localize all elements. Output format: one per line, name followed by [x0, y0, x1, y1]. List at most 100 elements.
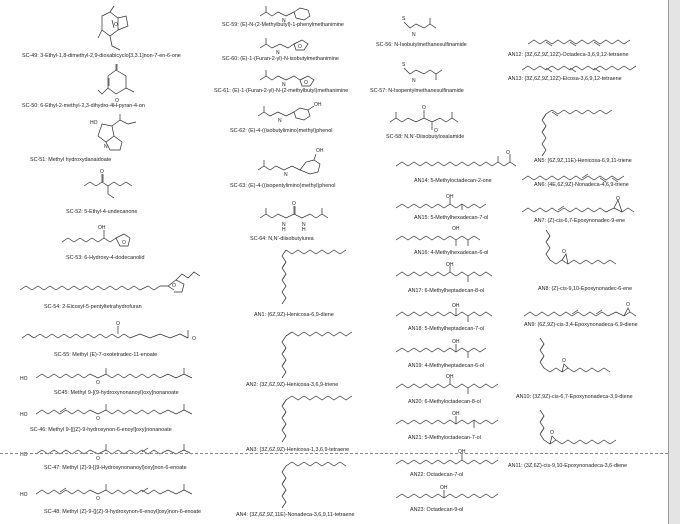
structure-sc56: SN: [402, 16, 437, 38]
structure-an8: O: [545, 229, 617, 265]
label-an5: AN5: (6Z,9Z,11E)-Henicosa-6,9,11-triene: [534, 158, 632, 164]
svg-text:O: O: [114, 22, 118, 28]
svg-text:O: O: [298, 44, 302, 50]
svg-text:OH: OH: [446, 262, 454, 268]
structure-sc59: N: [259, 6, 311, 24]
svg-text:O: O: [434, 128, 438, 134]
svg-text:N: N: [412, 78, 416, 84]
label-sc61: SC-61: (E)-1-(Furan-2-yl)-N-(2-methylbut…: [214, 88, 349, 94]
structure-sc62: N OH: [257, 102, 322, 124]
svg-text:H: H: [282, 227, 286, 233]
svg-text:OH: OH: [446, 194, 454, 200]
label-sc46: SC-46: Methyl 9-{[(Z)-9-hydroxynon-6-eno…: [30, 427, 172, 433]
structure-an2: [281, 331, 353, 379]
structure-an10: O: [539, 337, 611, 373]
structure-sc49: O: [97, 5, 129, 51]
label-sc51: SC-51: Methyl hydroxydanaidoate: [30, 157, 112, 163]
structure-sc48: HOO: [20, 484, 193, 502]
svg-text:O: O: [100, 169, 104, 175]
svg-text:O: O: [616, 196, 620, 202]
structure-sc51: HO N: [90, 114, 137, 151]
svg-text:OH: OH: [452, 411, 460, 417]
structure-an18: OH: [395, 303, 493, 322]
svg-text:O: O: [115, 98, 119, 104]
label-an9: AN9: (6Z,9Z)-cis-3,4-Epoxynonadeca-6,9-d…: [524, 322, 638, 328]
svg-text:OH: OH: [452, 339, 460, 345]
label-an11: AN11: (3Z,6Z)-cis-9,10-Epoxynonadeca-3,6…: [508, 463, 628, 469]
structure-sc46: HOO: [20, 404, 193, 422]
label-sc64: SC-64: N,N′-diisobutylurea: [250, 236, 314, 242]
label-sc62: SC-62: (E)-4-((isobutylimino)methyl)phen…: [230, 128, 333, 134]
label-an20: AN20: 6-Methyloctadecan-8-ol: [408, 399, 481, 405]
label-sc52: SC-52: 5-Ethyl-4-undecanone: [66, 209, 138, 215]
label-sc58: SC-58: N,N′-Diisobutyloxalamide: [386, 134, 465, 140]
svg-text:N: N: [278, 118, 282, 124]
structure-an4: [281, 461, 347, 509]
svg-text:OH: OH: [440, 485, 448, 491]
label-an1: AN1: (6Z,9Z)-Henicosa-6,9-diene: [254, 312, 334, 318]
svg-text:N: N: [104, 144, 108, 150]
label-sc63: SC-63: (E)-4-((isopentylimino)methyl)phe…: [230, 183, 336, 189]
vertical-scrollbar[interactable]: [669, 0, 680, 524]
label-an10: AN10: (3Z,9Z)-cis-6,7-Epoxynonadeca-3,9-…: [516, 394, 633, 400]
structure-an9: O: [523, 302, 637, 317]
label-an14: AN14: 5-Methyloctadecan-2-one: [414, 178, 492, 184]
svg-text:OH: OH: [314, 102, 322, 108]
structure-an17: OH: [395, 262, 493, 282]
label-sc45: SC45: Methyl 9-[(9-hydroxynonanoyl)oxy]n…: [54, 390, 179, 396]
structure-an12: [527, 39, 631, 47]
svg-text:O: O: [506, 150, 510, 156]
label-an23: AN23: Octadecan-9-ol: [410, 507, 464, 513]
svg-text:O: O: [122, 240, 126, 246]
structure-an13: [521, 65, 637, 73]
svg-text:H: H: [302, 227, 306, 233]
label-sc49: SC-49: 3-Ethyl-1,8-dimethyl-2,9-dioxabic…: [22, 53, 181, 59]
structure-an23: OH: [395, 485, 499, 499]
svg-text:HO: HO: [20, 452, 28, 458]
svg-text:S: S: [402, 16, 406, 22]
label-sc59: SC-59: (E)-N-(2-Methylbutyl)-1-phenylmet…: [222, 22, 344, 28]
svg-text:N: N: [302, 222, 306, 228]
section-divider: [0, 453, 668, 454]
svg-text:O: O: [96, 496, 100, 502]
label-an21: AN21: 5-Methyloctadecan-7-ol: [408, 435, 481, 441]
svg-text:O: O: [304, 80, 308, 86]
svg-text:N: N: [276, 50, 280, 56]
svg-text:S: S: [402, 62, 406, 68]
svg-text:O: O: [292, 201, 296, 207]
structure-an20: OH: [395, 374, 499, 394]
structure-sc50: O: [97, 64, 135, 104]
structure-an7: O: [521, 196, 635, 213]
label-an17: AN17: 6-Methylheptadecan-8-ol: [408, 288, 485, 294]
structure-an1: [281, 249, 347, 305]
svg-text:N: N: [282, 82, 286, 88]
structure-sc58: OO: [389, 105, 459, 134]
structure-an21: OH: [395, 411, 499, 428]
label-an4: AN4: (3Z,6Z,9Z,11E)-Nonadeca-3,6,9,11-te…: [236, 512, 355, 518]
label-an22: AN22: Octadecan-7-ol: [410, 472, 464, 478]
label-sc53: SC-53: 6-Hydroxy-4-dodecanolid: [66, 255, 145, 261]
svg-text:O: O: [562, 249, 566, 255]
structure-an6: [521, 173, 625, 183]
label-an16: AN16: 4-Methylhexadecan-6-ol: [414, 250, 489, 256]
svg-text:N: N: [282, 18, 286, 24]
label-sc50: SC-50: 6-Ethyl-2-methyl-2,3-dihydro-4H-p…: [22, 103, 145, 109]
structure-an16: OH: [395, 226, 481, 246]
label-an15: AN15: 5-Methylhexadecan-7-ol: [414, 215, 489, 221]
label-an6: AN6: (4E,6Z,9Z)-Nonadeca-4,6,9-triene: [534, 182, 629, 188]
structure-an19: OH: [395, 339, 487, 358]
label-an8: AN8: (Z)-cis-9,10-Epoxynonadec-6-ene: [538, 286, 633, 292]
structure-sc53: OHO: [61, 225, 131, 247]
svg-text:O: O: [192, 336, 196, 342]
structure-an11: O: [539, 409, 617, 445]
svg-text:OH: OH: [316, 148, 324, 154]
svg-text:N: N: [284, 172, 288, 178]
label-an19: AN19: 4-Methylheptadecan-6-ol: [408, 363, 485, 369]
svg-text:O: O: [96, 416, 100, 422]
svg-text:OH: OH: [452, 303, 460, 309]
svg-text:HO: HO: [90, 120, 98, 126]
svg-text:N: N: [282, 222, 286, 228]
label-an12: AN12: (3Z,6Z,9Z,12Z)-Octadeca-3,6,9,12-t…: [508, 52, 629, 58]
svg-text:O: O: [562, 358, 566, 364]
